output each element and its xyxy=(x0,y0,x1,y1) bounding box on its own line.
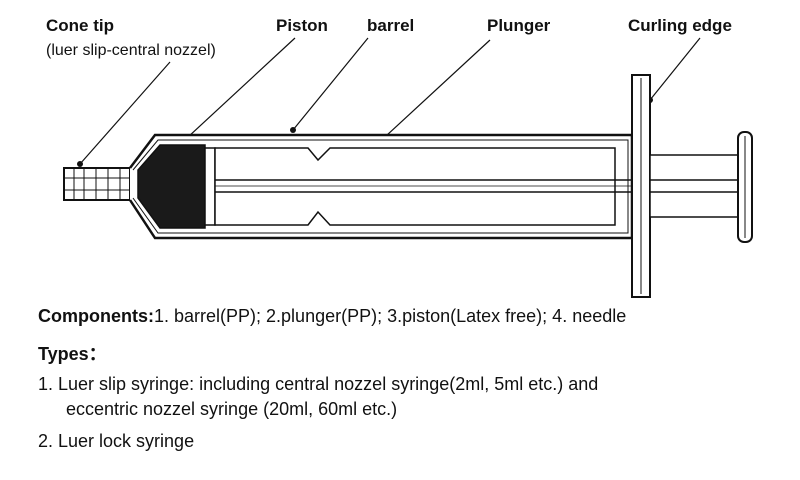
syringe-diagram: Cone tip (luer slip-central nozzel) Pist… xyxy=(46,16,753,298)
types-heading-text: Types： xyxy=(38,344,107,364)
leader-piston xyxy=(173,37,296,151)
label-barrel: barrel xyxy=(367,16,414,35)
nozzle xyxy=(63,167,131,201)
leader-barrel xyxy=(292,37,369,131)
syringe xyxy=(63,74,753,298)
leader-cone-tip xyxy=(79,61,171,165)
label-cone-tip-sub: (luer slip-central nozzel) xyxy=(46,42,216,59)
type2: 2. Luer lock syringe xyxy=(38,431,195,451)
label-plunger: Plunger xyxy=(487,16,551,35)
label-cone-tip: Cone tip xyxy=(46,16,114,35)
piston xyxy=(137,144,206,229)
label-curling-edge: Curling edge xyxy=(628,16,732,35)
components-line: Components:1. barrel(PP); 2.plunger(PP);… xyxy=(38,306,626,327)
components-list: 1. barrel(PP); 2.plunger(PP); 3.piston(L… xyxy=(154,306,627,326)
plunger-body xyxy=(214,147,616,226)
type1-line1: 1. Luer slip syringe: including central … xyxy=(38,374,599,394)
type1-line2: eccentric nozzel syringe (20ml, 60ml etc… xyxy=(66,399,398,419)
types-heading: Types： xyxy=(38,340,107,366)
components-heading: Components: xyxy=(38,306,154,326)
leader-curling-edge xyxy=(649,37,701,101)
label-piston: Piston xyxy=(276,16,328,35)
